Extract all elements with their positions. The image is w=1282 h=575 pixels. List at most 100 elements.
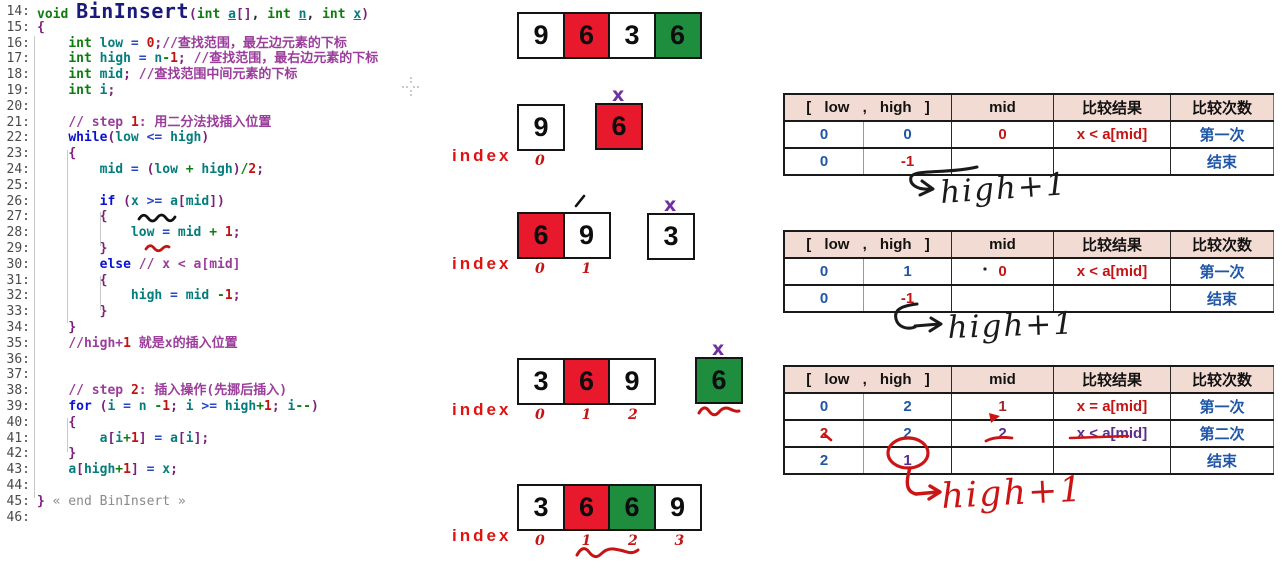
array-cell: 3 [517,358,565,405]
table-cell: -1 [864,149,952,174]
table-cell [952,286,1054,311]
array-cell: 6 [517,212,565,259]
pen-squiggle-green-cell [697,406,741,417]
table-cell: 0 [785,259,864,284]
index-digit: 2 [628,407,638,423]
code-line: 22: while(low <= high) [0,130,450,146]
code-line: 27: { [0,209,450,225]
table-cell: 0 [785,149,864,174]
code-text: // step 2: 插入操作(先挪后插入) [68,383,288,399]
table-cell [1054,286,1171,311]
column-header: mid [952,232,1054,257]
scope-guide [100,276,101,310]
code-text: { [37,19,45,35]
array-cell: 9 [653,484,702,531]
index-digit: 0 [535,153,545,169]
x-mark: x [712,338,725,360]
code-line: 31: { [0,273,450,289]
index-label: index [452,146,512,165]
column-header: 比较结果 [1054,232,1171,257]
table-cell: 结束 [1171,286,1274,311]
code-line: 28: low = mid + 1; [0,225,450,241]
line-number: 37: [6,367,30,383]
code-text: } [68,446,77,462]
line-number: 30: [6,256,30,272]
table-cell: 0 [785,286,864,311]
column-header: 比较次数 [1171,95,1274,120]
line-number: 16: [6,35,30,51]
line-number: 17: [6,51,30,67]
table-cell: 2 [785,448,864,473]
scope-guide [34,36,35,498]
index-digit: 0 [535,261,545,277]
code-line: 23: { [0,146,450,162]
array-cell: 6 [562,12,611,59]
array-group-2: 9 [517,104,565,151]
index-digit: 1 [581,407,592,423]
x-value-cell: 6 [695,357,743,404]
table-cell: 1 [864,259,952,284]
code-text: mid = (low + high)/2; [99,161,265,177]
scope-guide [67,418,68,452]
array-cell: 9 [517,104,565,151]
code-line: 26: if (x >= a[mid]) [0,194,450,210]
index-digit: 0 [535,533,545,549]
column-header: 比较结果 [1054,367,1171,392]
table-cell: 2 [864,421,952,446]
table-cell [1054,149,1171,174]
code-text: void BinInsert(int a[], int n, int x) [37,0,370,23]
line-number: 45: [6,493,30,509]
code-text: a[i+1] = a[i]; [99,430,210,446]
table-cell [1054,448,1171,473]
table-cell: 0 [785,122,864,147]
array-cell: 6 [562,358,611,405]
column-header: [ low , high ] [785,232,952,257]
code-text: // step 1: 用二分法找插入位置 [68,114,272,130]
code-line: 19: int i; [0,83,450,99]
line-number: 19: [6,82,30,98]
index-label: index [452,526,512,545]
line-number: 27: [6,209,30,225]
array-cell: 6 [653,12,702,59]
code-line: 25: [0,178,450,194]
line-number: 18: [6,67,30,83]
index-label: index [452,254,512,273]
code-text: } « end BinInsert » [37,493,186,509]
table-cell: x = a[mid] [1054,394,1171,419]
table-cell: -1 [864,286,952,311]
array-cell: 3 [517,484,565,531]
x-value-cell: 3 [647,213,695,260]
table-cell: 2 [785,421,864,446]
line-number: 20: [6,98,30,114]
code-editor[interactable]: 14:void BinInsert(int a[], int n, int x)… [0,0,450,525]
code-line: 21: // step 1: 用二分法找插入位置 [0,115,450,131]
code-line: 29: } [0,241,450,257]
table-row: 0-1 结束 [785,286,1274,313]
line-number: 35: [6,335,30,351]
code-text: } [99,304,108,320]
column-header: 比较结果 [1054,95,1171,120]
table-cell: x < a[mid] [1054,259,1171,284]
code-lines: 14:void BinInsert(int a[], int n, int x)… [0,0,450,525]
code-line: 16: int low = 0;//查找范围，最左边元素的下标 [0,36,450,52]
line-number: 23: [6,146,30,162]
code-text: { [99,272,108,288]
code-line: 35: //high+1 就是x的插入位置 [0,336,450,352]
code-text: low = mid + 1; [130,225,241,241]
pen-tick [574,194,586,208]
table-cell: 结束 [1171,448,1274,473]
table-cell [952,448,1054,473]
code-text: } [99,240,108,256]
line-number: 42: [6,446,30,462]
code-text: if (x >= a[mid]) [99,193,225,209]
line-number: 28: [6,225,30,241]
table-cell: 第二次 [1171,421,1274,446]
line-number: 33: [6,304,30,320]
